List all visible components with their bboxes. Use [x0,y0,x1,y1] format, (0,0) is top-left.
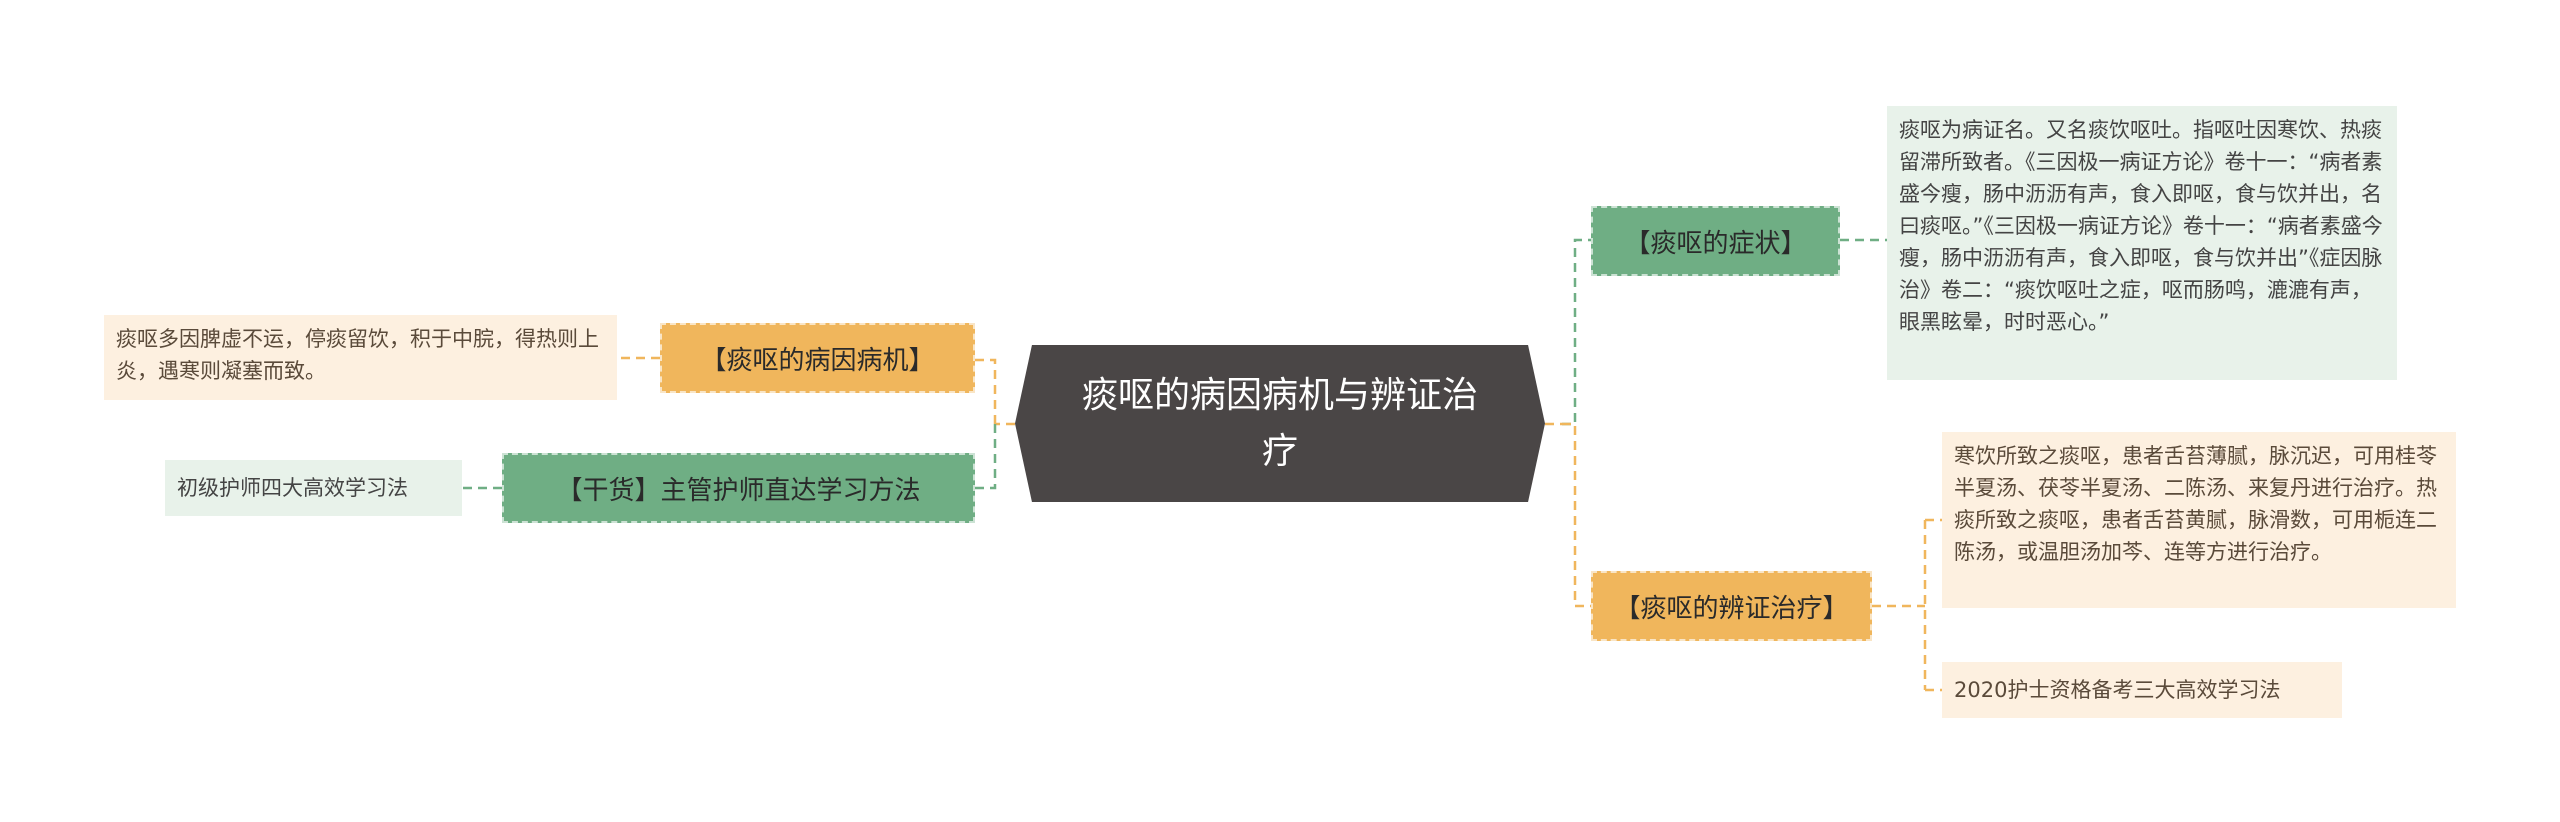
leaf-symptom-text-label: 痰呕为病证名。又名痰饮呕吐。指呕吐因寒饮、热痰留滞所致者。《三因极一病证方论》卷… [1899,118,2383,334]
leaf-treatment-link[interactable]: 2020护士资格备考三大高效学习法 [1942,662,2342,718]
leaf-treatment-link-label: 2020护士资格备考三大高效学习法 [1954,678,2281,702]
branch-method-label: 【干货】主管护师直达学习方法 [556,475,921,506]
branch-symptom[interactable]: 【痰呕的症状】 [1591,206,1840,276]
leaf-treatment-text[interactable]: 寒饮所致之痰呕，患者舌苔薄腻，脉沉迟，可用桂苓半夏汤、茯苓半夏汤、二陈汤、来复丹… [1942,432,2456,608]
leaf-cause-text[interactable]: 痰呕多因脾虚不运，停痰留饮，积于中脘，得热则上炎，遇寒则凝塞而致。 [104,315,617,400]
branch-treatment[interactable]: 【痰呕的辨证治疗】 [1591,571,1872,641]
branch-treatment-label: 【痰呕的辨证治疗】 [1614,593,1849,624]
branch-cause-label: 【痰呕的病因病机】 [700,345,935,376]
branch-symptom-label: 【痰呕的症状】 [1624,228,1807,259]
branch-method[interactable]: 【干货】主管护师直达学习方法 [502,453,975,523]
leaf-method-link[interactable]: 初级护师四大高效学习法 [165,460,462,516]
leaf-symptom-text[interactable]: 痰呕为病证名。又名痰饮呕吐。指呕吐因寒饮、热痰留滞所致者。《三因极一病证方论》卷… [1887,106,2397,380]
leaf-method-link-label: 初级护师四大高效学习法 [177,476,408,500]
central-topic[interactable]: 痰呕的病因病机与辨证治疗 [1015,345,1545,502]
branch-cause[interactable]: 【痰呕的病因病机】 [660,323,975,393]
leaf-treatment-text-label: 寒饮所致之痰呕，患者舌苔薄腻，脉沉迟，可用桂苓半夏汤、茯苓半夏汤、二陈汤、来复丹… [1954,444,2437,564]
leaf-cause-text-label: 痰呕多因脾虚不运，停痰留饮，积于中脘，得热则上炎，遇寒则凝塞而致。 [116,327,599,383]
central-topic-label: 痰呕的病因病机与辨证治疗 [1081,374,1478,472]
